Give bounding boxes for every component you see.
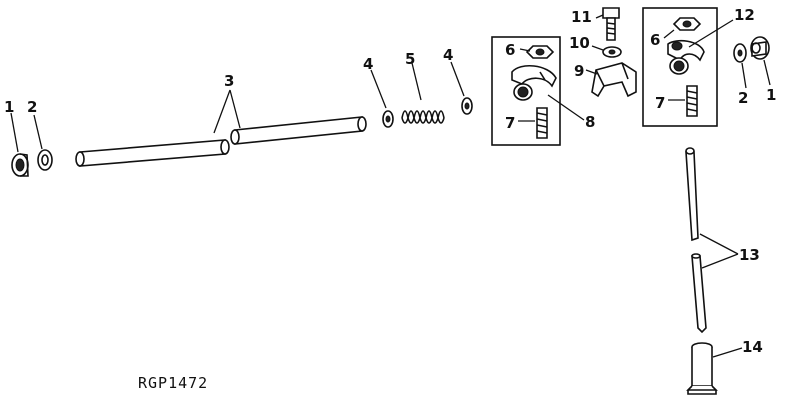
rocker-arm-assembly-box: [491, 36, 561, 146]
callout-6-left: 6: [505, 41, 515, 59]
callout-2-left: 2: [27, 98, 37, 116]
leader-9: [585, 69, 598, 75]
callout-6-right: 6: [650, 31, 660, 49]
leader-4-a: [370, 69, 387, 109]
leader-2-right: [741, 62, 747, 89]
rocker-arm: [511, 65, 557, 101]
leader-8: [547, 94, 585, 121]
callout-9: 9: [574, 62, 584, 80]
end-plug-left: [11, 153, 29, 177]
push-rod-upper: [685, 147, 699, 242]
callout-11: 11: [571, 8, 592, 26]
callout-12: 12: [734, 6, 755, 24]
leader-1-left: [10, 112, 19, 153]
push-rod-lower: [691, 253, 707, 334]
leader-13: [699, 233, 739, 269]
callout-8: 8: [585, 113, 595, 131]
rocker-arm-assembly-box-right: [642, 7, 718, 127]
leader-11: [595, 14, 604, 19]
leader-3: [213, 89, 241, 134]
leader-6-left: [519, 48, 531, 52]
callout-13: 13: [739, 246, 760, 264]
callout-3: 3: [224, 72, 234, 90]
leader-2-left: [33, 114, 43, 150]
callout-7-right: 7: [655, 94, 665, 112]
spacer-washer-b: [461, 97, 473, 115]
leader-5: [411, 62, 422, 101]
leader-6-right: [663, 29, 675, 39]
cam-follower: [686, 342, 718, 395]
callout-4-a: 4: [363, 55, 373, 73]
compression-spring: [401, 110, 445, 124]
callout-7-left: 7: [505, 114, 515, 132]
spacer-washer-a: [382, 110, 394, 128]
locknut-6-right: [672, 17, 702, 31]
support-bracket-9: [591, 62, 637, 98]
rocker-arm-right: [667, 39, 705, 75]
adjusting-screw-7-right: [686, 85, 698, 117]
washer-10: [602, 46, 622, 58]
end-plug-right: [750, 36, 770, 60]
adjusting-screw-7-left: [536, 107, 548, 139]
callout-1-right: 1: [766, 86, 776, 104]
leader-12: [688, 19, 734, 48]
callout-5: 5: [405, 50, 415, 68]
leader-10: [591, 45, 604, 51]
callout-2-right: 2: [738, 89, 748, 107]
leader-1-right: [763, 59, 771, 86]
washer-right: [733, 43, 747, 63]
callout-4-b: 4: [443, 46, 453, 64]
cap-screw-11: [602, 7, 620, 41]
locknut-6-left: [525, 45, 555, 59]
rocker-shaft-left: [75, 139, 230, 167]
leader-14: [712, 347, 743, 358]
washer-left: [37, 149, 53, 171]
callout-1-left: 1: [4, 98, 14, 116]
rocker-shaft-right: [230, 116, 367, 145]
figure-reference-code: RGP1472: [138, 374, 208, 392]
callout-10: 10: [569, 34, 590, 52]
callout-14: 14: [742, 338, 763, 356]
leader-4-b: [450, 61, 465, 97]
